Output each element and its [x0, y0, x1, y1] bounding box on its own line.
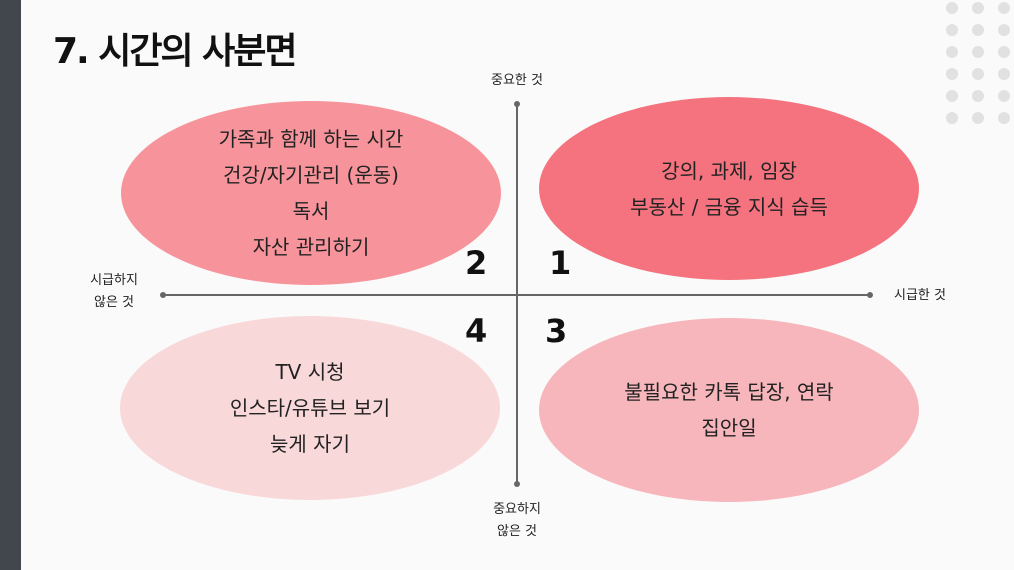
- axis-label-not-important: 중요하지 않은 것: [472, 499, 562, 543]
- q2-item: 건강/자기관리 (운동): [223, 163, 399, 187]
- quadrant-number-1: 1: [549, 244, 572, 282]
- quadrant-number-4: 4: [465, 312, 488, 350]
- q2-item: 자산 관리하기: [252, 235, 370, 259]
- q4-item: 늦게 자기: [270, 432, 350, 456]
- axis-label-line: 않은 것: [93, 295, 134, 310]
- decorative-dot-grid: [946, 2, 1010, 124]
- axis-label-line: 않은 것: [496, 524, 537, 539]
- q3-item: 불필요한 카톡 답장, 연락: [624, 380, 834, 404]
- quadrant-2-important-not-urgent: 가족과 함께 하는 시간 건강/자기관리 (운동) 독서 자산 관리하기: [121, 101, 501, 285]
- axis-label-important: 중요한 것: [491, 73, 543, 88]
- quadrant-1-important-urgent: 강의, 과제, 임장 부동산 / 금융 지식 습득: [539, 97, 919, 280]
- sidebar-bar: [0, 0, 21, 570]
- axis-endpoint: [514, 101, 520, 107]
- axis-endpoint: [160, 292, 166, 298]
- axis-label-not-urgent: 시급하지 않은 것: [74, 270, 154, 314]
- q1-item: 부동산 / 금융 지식 습득: [630, 194, 828, 219]
- q4-item: TV 시청: [275, 360, 345, 384]
- quadrant-3-not-important-urgent: 불필요한 카톡 답장, 연락 집안일: [539, 318, 919, 502]
- page-title: 7. 시간의 사분면: [53, 31, 298, 72]
- axis-endpoint: [514, 481, 520, 487]
- quadrant-number-3: 3: [545, 312, 568, 350]
- q1-item: 강의, 과제, 임장: [661, 158, 797, 183]
- axis-endpoint: [867, 292, 873, 298]
- q2-item: 가족과 함께 하는 시간: [218, 127, 404, 151]
- q4-item: 인스타/유튜브 보기: [229, 396, 391, 420]
- quadrant-number-2: 2: [465, 244, 488, 282]
- axis-label-line: 시급하지: [90, 273, 138, 288]
- q3-item: 집안일: [701, 416, 757, 440]
- q2-item: 독서: [292, 199, 330, 223]
- quadrant-4-not-important-not-urgent: TV 시청 인스타/유튜브 보기 늦게 자기: [120, 316, 500, 500]
- axis-label-line: 중요하지: [493, 502, 541, 517]
- importance-axis: [516, 104, 518, 484]
- axis-label-urgent: 시급한 것: [894, 288, 946, 303]
